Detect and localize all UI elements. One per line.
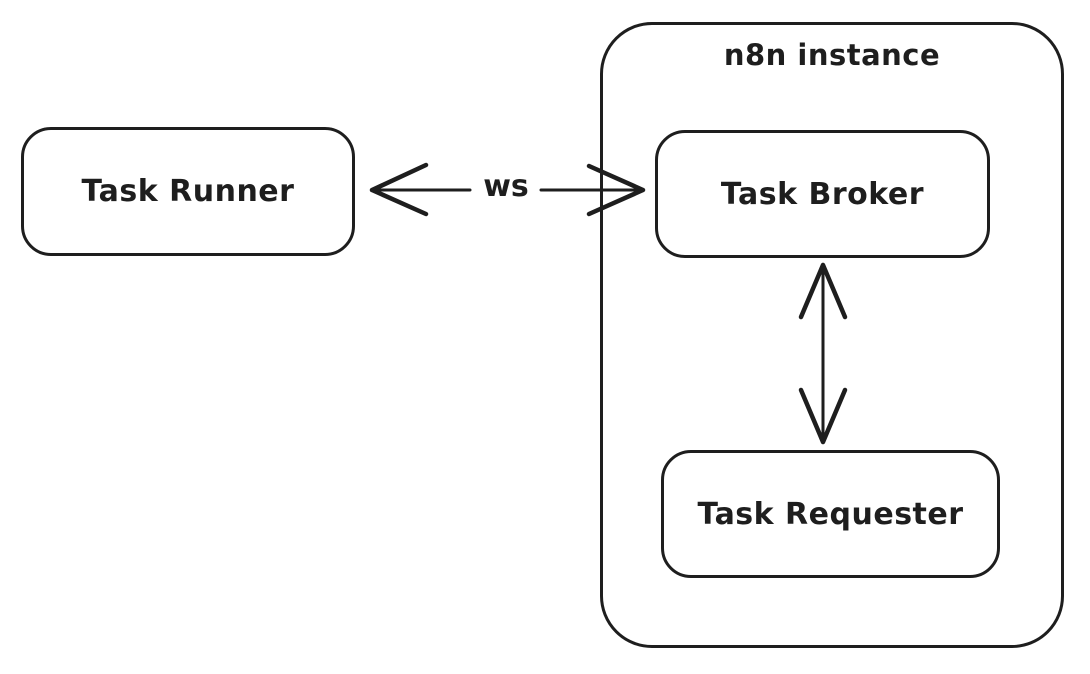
task-broker-label: Task Broker (720, 176, 925, 212)
task-requester-label: Task Requester (697, 496, 964, 532)
task-runner-label: Task Runner (81, 174, 295, 209)
ws-edge-label: ws (483, 169, 529, 204)
task-requester-node: Task Requester (661, 450, 1000, 578)
n8n-instance-group-title: n8n instance (723, 38, 941, 72)
task-runner-node: Task Runner (21, 127, 355, 256)
task-broker-node: Task Broker (655, 130, 990, 258)
